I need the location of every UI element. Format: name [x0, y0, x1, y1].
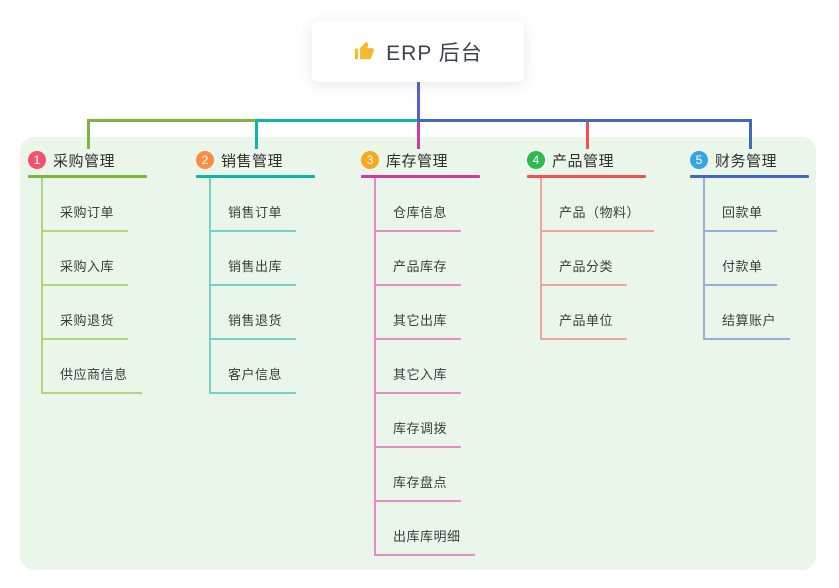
child-node[interactable]: 回款单 [705, 178, 777, 232]
branch-children: 采购订单采购入库采购退货供应商信息 [41, 178, 142, 394]
branch-label: 产品管理 [552, 152, 615, 170]
branch-header[interactable]: 2 销售管理 [196, 148, 336, 172]
branch-label: 销售管理 [221, 152, 284, 170]
branch-header[interactable]: 5 财务管理 [690, 148, 830, 172]
branch-number-badge: 4 [527, 151, 545, 169]
child-node[interactable]: 库存盘点 [376, 448, 462, 502]
branch-采购管理: 1 采购管理采购订单采购入库采购退货供应商信息 [28, 148, 168, 394]
root-title: ERP 后台 [386, 41, 483, 65]
child-node[interactable]: 其它出库 [376, 286, 462, 340]
child-node[interactable]: 仓库信息 [376, 178, 462, 232]
child-node[interactable]: 供应商信息 [43, 340, 142, 394]
connector-drop-5 [749, 119, 752, 149]
root-node[interactable]: ERP 后台 [312, 21, 524, 82]
child-node[interactable]: 销售订单 [211, 178, 297, 232]
connector-drop-3 [417, 122, 420, 149]
branch-number-badge: 3 [361, 151, 379, 169]
thumbs-up-icon [355, 42, 375, 60]
connector-drop-1 [87, 119, 90, 149]
branch-label: 采购管理 [53, 152, 116, 170]
connector-branch-1 [87, 119, 420, 122]
branch-财务管理: 5 财务管理回款单付款单结算账户 [690, 148, 830, 340]
child-node[interactable]: 产品库存 [376, 232, 462, 286]
branch-库存管理: 3 库存管理仓库信息产品库存其它出库其它入库库存调拨库存盘点出库库明细 [361, 148, 501, 556]
child-node[interactable]: 出库库明细 [376, 502, 475, 556]
branch-header[interactable]: 3 库存管理 [361, 148, 501, 172]
child-node[interactable]: 其它入库 [376, 340, 462, 394]
branch-header[interactable]: 1 采购管理 [28, 148, 168, 172]
branch-underline [28, 175, 147, 178]
branch-underline [196, 175, 315, 178]
branch-number-badge: 1 [28, 151, 46, 169]
branch-children: 回款单付款单结算账户 [703, 178, 791, 340]
branch-underline [361, 175, 480, 178]
branch-children: 仓库信息产品库存其它出库其它入库库存调拨库存盘点出库库明细 [374, 178, 475, 556]
child-node[interactable]: 销售退货 [211, 286, 297, 340]
branch-children: 销售订单销售出库销售退货客户信息 [209, 178, 297, 394]
branch-label: 库存管理 [386, 152, 449, 170]
branch-number-badge: 2 [196, 151, 214, 169]
branch-underline [690, 175, 809, 178]
child-node[interactable]: 客户信息 [211, 340, 297, 394]
child-node[interactable]: 产品单位 [542, 286, 628, 340]
child-node[interactable]: 采购订单 [43, 178, 129, 232]
child-node[interactable]: 付款单 [705, 232, 777, 286]
connector-trunk [417, 82, 420, 122]
branch-number-badge: 5 [690, 151, 708, 169]
connector-drop-4 [586, 122, 589, 149]
child-node[interactable]: 产品分类 [542, 232, 628, 286]
connector-branch-5 [417, 119, 752, 122]
child-node[interactable]: 采购退货 [43, 286, 129, 340]
branch-header[interactable]: 4 产品管理 [527, 148, 667, 172]
branch-underline [527, 175, 646, 178]
branch-销售管理: 2 销售管理销售订单销售出库销售退货客户信息 [196, 148, 336, 394]
branch-label: 财务管理 [715, 152, 778, 170]
child-node[interactable]: 销售出库 [211, 232, 297, 286]
branches-panel [20, 137, 816, 570]
child-node[interactable]: 采购入库 [43, 232, 129, 286]
child-node[interactable]: 产品（物料） [542, 178, 655, 232]
branch-产品管理: 4 产品管理产品（物料）产品分类产品单位 [527, 148, 667, 340]
child-node[interactable]: 结算账户 [705, 286, 791, 340]
branch-children: 产品（物料）产品分类产品单位 [540, 178, 655, 340]
connector-drop-2 [255, 119, 258, 149]
connector-branch-2 [255, 119, 420, 122]
child-node[interactable]: 库存调拨 [376, 394, 462, 448]
